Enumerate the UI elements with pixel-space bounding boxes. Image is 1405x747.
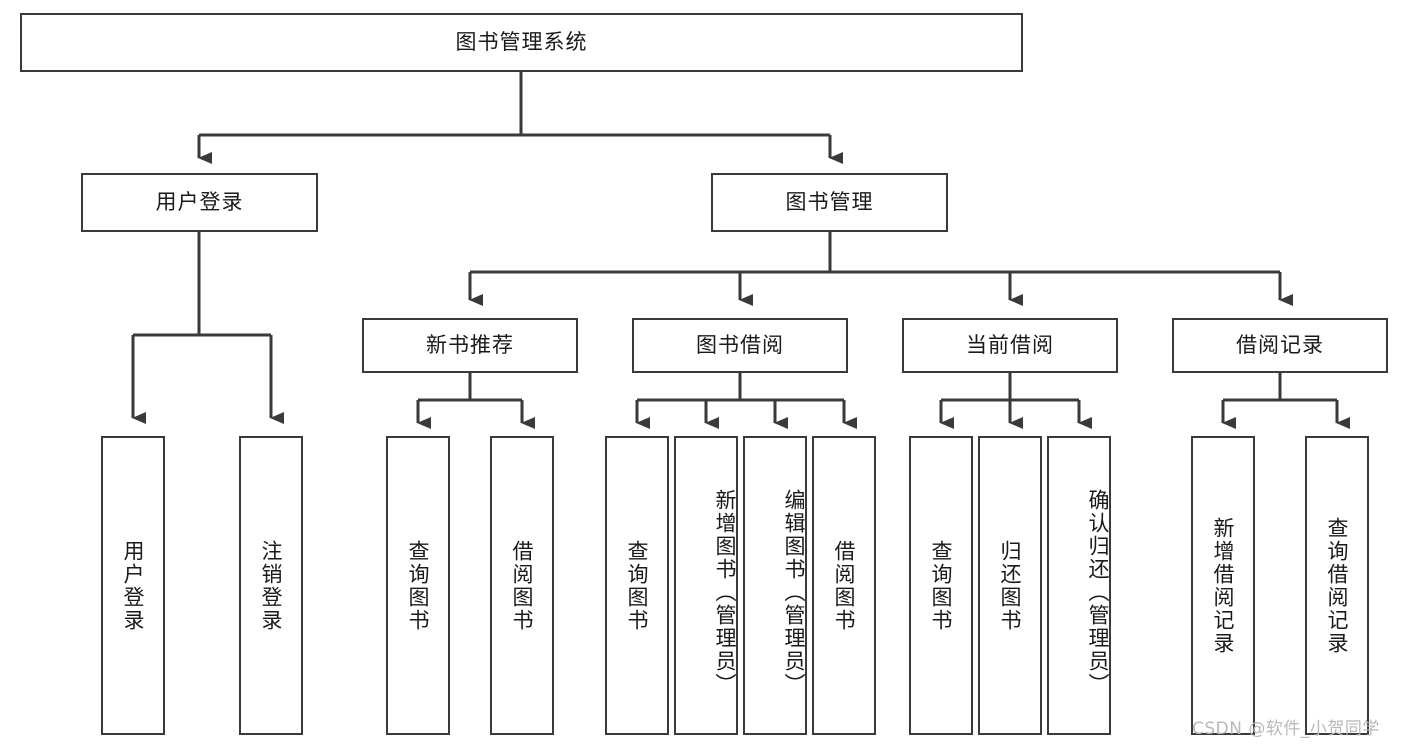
node-book-borrow-label: 图书借阅: [696, 333, 784, 358]
node-leaf-query-book-1-label: 查询图书: [406, 539, 431, 632]
node-new-book-rec[interactable]: 新书推荐: [362, 318, 578, 373]
node-leaf-add-record[interactable]: 新增借阅记录: [1191, 436, 1255, 735]
node-leaf-query-book-1[interactable]: 查询图书: [386, 436, 450, 735]
node-new-book-rec-label: 新书推荐: [426, 333, 514, 358]
node-leaf-confirm-return[interactable]: 确认归还（管理员）: [1047, 436, 1111, 735]
node-leaf-borrow-book-1-label: 借阅图书: [510, 539, 535, 632]
node-leaf-query-book-3-label: 查询图书: [929, 539, 954, 632]
node-leaf-query-book-2[interactable]: 查询图书: [605, 436, 669, 735]
node-root[interactable]: 图书管理系统: [20, 13, 1023, 72]
node-current-borrow[interactable]: 当前借阅: [902, 318, 1118, 373]
node-book-manage[interactable]: 图书管理: [711, 173, 948, 232]
node-leaf-return-book[interactable]: 归还图书: [978, 436, 1042, 735]
node-leaf-confirm-return-label: 确认归还（管理员）: [1086, 489, 1110, 696]
node-user-login-label: 用户登录: [155, 190, 244, 215]
node-borrow-record[interactable]: 借阅记录: [1172, 318, 1388, 373]
node-leaf-add-book-label: 新增图书（管理员）: [713, 489, 737, 696]
node-leaf-add-book[interactable]: 新增图书（管理员）: [674, 436, 738, 735]
node-leaf-edit-book[interactable]: 编辑图书（管理员）: [743, 436, 807, 735]
node-leaf-query-book-2-label: 查询图书: [625, 539, 650, 632]
node-book-manage-label: 图书管理: [785, 190, 874, 215]
node-leaf-edit-book-label: 编辑图书（管理员）: [782, 489, 806, 696]
node-leaf-add-record-label: 新增借阅记录: [1211, 516, 1236, 655]
node-borrow-record-label: 借阅记录: [1236, 333, 1324, 358]
node-leaf-borrow-book-1[interactable]: 借阅图书: [490, 436, 554, 735]
node-leaf-logout-label: 注销登录: [259, 539, 284, 632]
node-leaf-query-book-3[interactable]: 查询图书: [909, 436, 973, 735]
node-leaf-query-record-label: 查询借阅记录: [1325, 516, 1350, 655]
node-leaf-borrow-book-2[interactable]: 借阅图书: [812, 436, 876, 735]
node-leaf-borrow-book-2-label: 借阅图书: [832, 539, 857, 632]
node-leaf-return-book-label: 归还图书: [998, 539, 1023, 632]
node-user-login[interactable]: 用户登录: [81, 173, 318, 232]
node-current-borrow-label: 当前借阅: [966, 333, 1054, 358]
node-leaf-user-login[interactable]: 用户登录: [101, 436, 165, 735]
node-root-label: 图书管理系统: [455, 30, 588, 55]
node-book-borrow[interactable]: 图书借阅: [632, 318, 848, 373]
node-leaf-query-record[interactable]: 查询借阅记录: [1305, 436, 1369, 735]
node-leaf-logout[interactable]: 注销登录: [239, 436, 303, 735]
csdn-watermark: CSDN @软件_小贺同学: [1192, 719, 1380, 739]
node-leaf-user-login-label: 用户登录: [121, 539, 146, 632]
